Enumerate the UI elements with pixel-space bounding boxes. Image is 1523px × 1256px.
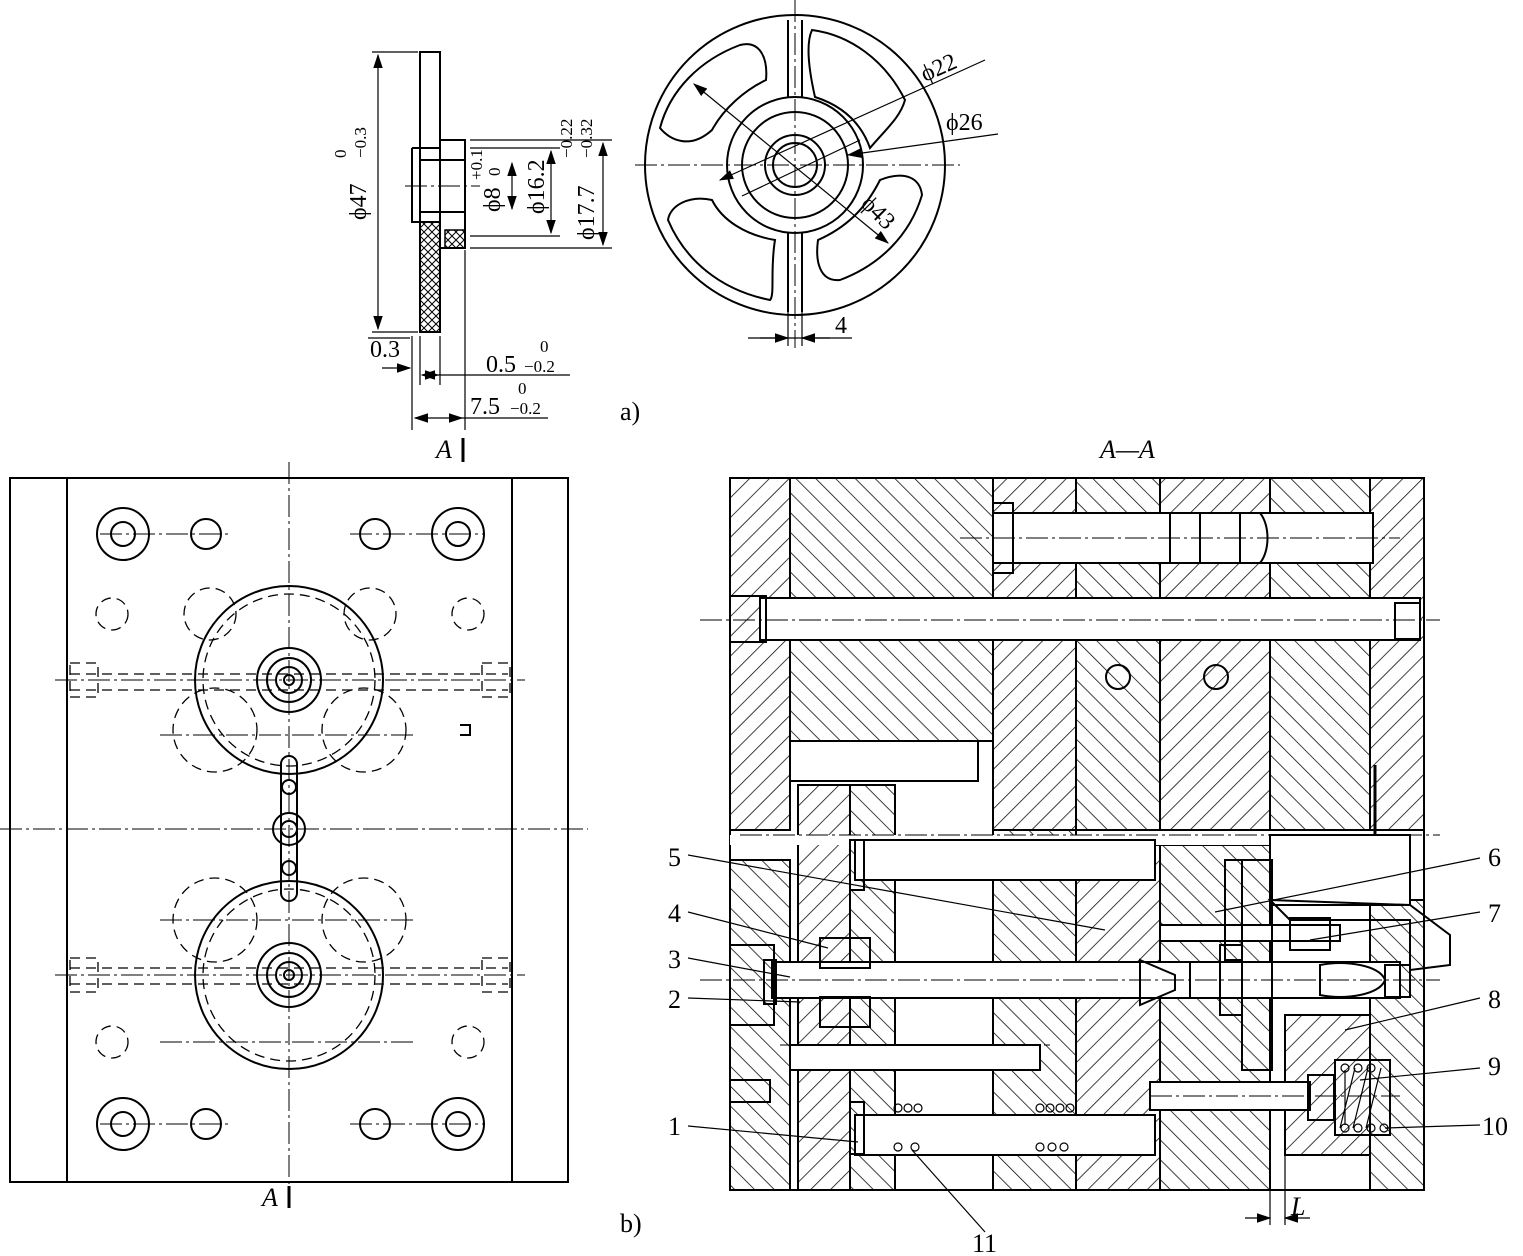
dim-t05-tol-lower: −0.2 [524, 357, 555, 376]
dim-d47-tol-upper: 0 [331, 150, 350, 159]
dim-d8-tol-upper: +0.1 [467, 149, 486, 180]
dim-d17-tol-lower: −0.32 [577, 119, 596, 158]
dim-d17: ϕ17.7 [574, 185, 600, 240]
part-label-9: 9 [1488, 1052, 1501, 1081]
dim-t75-tol-lower: −0.2 [510, 399, 541, 418]
part-label-10: 10 [1482, 1112, 1508, 1141]
part-label-3: 3 [668, 945, 681, 974]
part-side-view [368, 51, 612, 462]
part-number-labels: 5 4 3 2 1 6 7 8 9 10 11 [668, 843, 1508, 1256]
dim-t05: 0.5 [486, 352, 516, 378]
caption-b: b) [620, 1209, 642, 1238]
dim-d43: ϕ43 [856, 191, 900, 235]
dim-d8-tol-lower: 0 [485, 168, 504, 177]
part-label-8: 8 [1488, 985, 1501, 1014]
dim-d22: ϕ22 [917, 49, 961, 88]
section-mark-a-top: A [434, 435, 452, 464]
mold-plan-view [0, 462, 588, 1208]
dim-d26: ϕ26 [946, 110, 983, 136]
part-label-6: 6 [1488, 843, 1501, 872]
part-label-4: 4 [668, 899, 681, 928]
part-leaders [687, 854, 1481, 1233]
dim-d47-tol-lower: −0.3 [351, 127, 370, 158]
dim-t03: 0.3 [370, 337, 400, 363]
dim-t75: 7.5 [470, 394, 500, 420]
part-front-view [635, 0, 999, 348]
section-mark-a-bottom: A [260, 1183, 278, 1212]
dim-L: L [1290, 1192, 1305, 1221]
part-label-1: 1 [668, 1112, 681, 1141]
dim-w4: 4 [835, 313, 847, 339]
dim-d17-tol-upper: −0.22 [557, 119, 576, 158]
dim-t05-tol-upper: 0 [540, 337, 549, 356]
mold-section-view [700, 477, 1451, 1225]
part-side-dimensions: ϕ47 0 −0.3 ϕ8 +0.1 0 ϕ16.2 ϕ17.7 −0.22 −… [331, 119, 600, 464]
part-label-11: 11 [972, 1229, 997, 1256]
caption-a: a) [620, 397, 640, 426]
dim-d8: ϕ8 [480, 187, 506, 212]
dim-d16: ϕ16.2 [524, 159, 550, 214]
dim-d47: ϕ47 [346, 183, 372, 220]
section-title: A—A [1098, 435, 1155, 464]
dim-t75-tol-upper: 0 [518, 379, 527, 398]
part-label-7: 7 [1488, 899, 1501, 928]
part-label-5: 5 [668, 843, 681, 872]
part-label-2: 2 [668, 985, 681, 1014]
